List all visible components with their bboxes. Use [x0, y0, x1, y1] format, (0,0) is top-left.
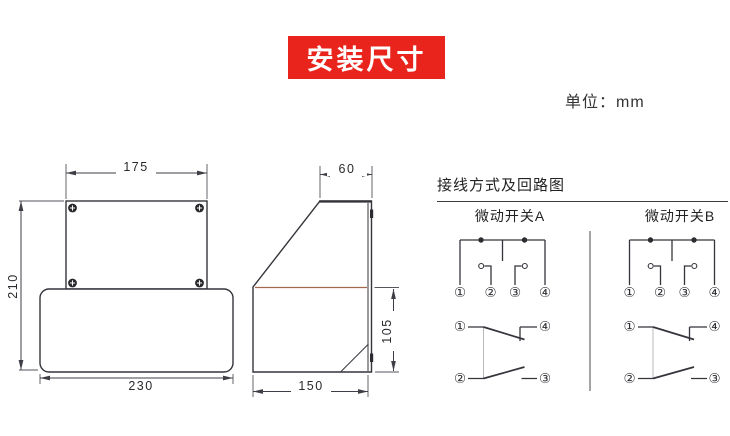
terminal-3: ③ [507, 285, 523, 301]
dim-label-side-top: 60 [327, 162, 367, 176]
terminal-1: ① [452, 319, 468, 335]
screw-icon [68, 278, 77, 288]
unit-label: 单位：mm [565, 94, 645, 111]
terminal-4: ④ [706, 285, 723, 301]
terminal-3: ③ [676, 285, 693, 301]
dim-label-front-top: 175 [116, 160, 156, 174]
dim-label-side-right: 105 [380, 311, 394, 351]
side-view-drawing [252, 166, 399, 397]
terminal-1: ① [621, 285, 638, 301]
terminal-1: ① [621, 319, 638, 335]
title-banner: 安装尺寸 [288, 36, 445, 79]
terminal-2: ② [652, 285, 668, 301]
dim-label-front-left: 210 [6, 266, 20, 306]
terminal-1: ① [452, 285, 468, 301]
circuit-switch-a [459, 236, 546, 380]
terminal-4: ④ [537, 285, 553, 301]
wiring-section-header: 接线方式及回路图 [437, 174, 728, 202]
terminal-4: ④ [537, 319, 553, 335]
terminal-2: ② [621, 371, 638, 387]
dim-label-side-bottom: 150 [291, 379, 331, 393]
dim-label-front-bottom: 230 [121, 379, 161, 393]
terminal-4: ④ [706, 319, 723, 335]
circuit-switch-b [628, 236, 716, 380]
front-view-drawing [18, 164, 234, 384]
switch-a-label: 微动开关A [474, 208, 546, 224]
terminal-2: ② [452, 371, 468, 387]
screw-icon [68, 203, 77, 213]
terminal-3: ③ [537, 371, 553, 387]
screw-icon [195, 203, 204, 213]
switch-b-label: 微动开关B [644, 208, 716, 224]
terminal-2: ② [482, 285, 499, 301]
screw-icon [195, 278, 204, 288]
page-title: 安装尺寸 [306, 45, 427, 75]
terminal-3: ③ [706, 371, 723, 387]
